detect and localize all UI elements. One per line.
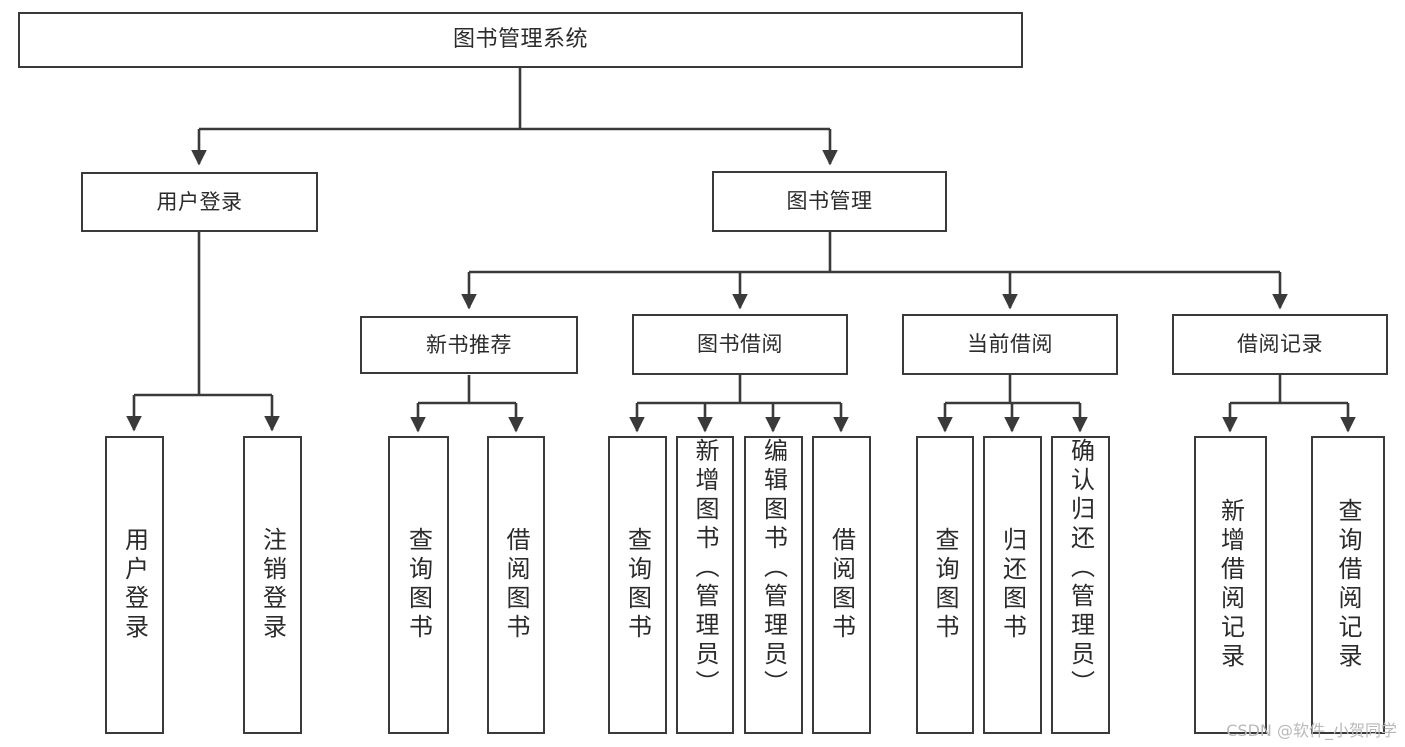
node-label: 借阅图书 (827, 527, 856, 643)
node-label: 用户登录 (156, 189, 243, 214)
node-label: 查询图书 (623, 527, 652, 643)
node-label: 新增图书（管理员） (691, 438, 719, 699)
leaf-add-borrow-record[interactable]: 新增借阅记录 (1194, 436, 1267, 734)
node-label: 新增借阅记录 (1216, 498, 1245, 672)
node-label: 用户登录 (120, 527, 149, 643)
node-label: 图书借阅 (697, 332, 783, 357)
node-label: 查询图书 (404, 527, 433, 643)
leaf-query-borrow-record[interactable]: 查询借阅记录 (1311, 436, 1385, 734)
node-book-borrow[interactable]: 图书借阅 (632, 314, 848, 375)
node-root-system[interactable]: 图书管理系统 (18, 12, 1023, 68)
node-label: 归还图书 (998, 527, 1027, 643)
node-label: 确认归还（管理员） (1066, 438, 1095, 699)
node-label: 注销登录 (258, 527, 287, 643)
node-new-book-recommend[interactable]: 新书推荐 (360, 316, 578, 374)
node-book-manage[interactable]: 图书管理 (712, 171, 947, 232)
leaf-user-login[interactable]: 用户登录 (105, 436, 164, 734)
node-user-login[interactable]: 用户登录 (81, 172, 318, 232)
node-label: 查询图书 (931, 527, 959, 643)
leaf-add-book[interactable]: 新增图书（管理员） (676, 436, 734, 734)
leaf-query-book-borrow[interactable]: 查询图书 (608, 436, 667, 734)
node-label: 借阅记录 (1237, 332, 1323, 357)
node-label: 当前借阅 (967, 332, 1053, 357)
node-label: 查询借阅记录 (1334, 498, 1362, 672)
leaf-confirm-return[interactable]: 确认归还（管理员） (1051, 436, 1110, 734)
leaf-logout-login[interactable]: 注销登录 (243, 436, 302, 734)
node-label: 借阅图书 (502, 527, 530, 643)
leaf-query-book-recommend[interactable]: 查询图书 (388, 436, 449, 734)
node-borrow-record[interactable]: 借阅记录 (1172, 314, 1388, 375)
node-label: 图书管理系统 (452, 27, 588, 53)
node-label: 图书管理 (786, 189, 873, 214)
node-current-borrow[interactable]: 当前借阅 (902, 314, 1118, 375)
watermark-text: CSDN @软件_小贺同学 (1226, 721, 1397, 740)
leaf-borrow-book-recommend[interactable]: 借阅图书 (487, 436, 545, 734)
leaf-edit-book[interactable]: 编辑图书（管理员） (744, 436, 803, 734)
leaf-borrow-book[interactable]: 借阅图书 (812, 436, 871, 734)
leaf-query-book-current[interactable]: 查询图书 (916, 436, 974, 734)
node-label: 新书推荐 (426, 332, 512, 357)
node-label: 编辑图书（管理员） (759, 438, 788, 699)
leaf-return-book[interactable]: 归还图书 (983, 436, 1042, 734)
